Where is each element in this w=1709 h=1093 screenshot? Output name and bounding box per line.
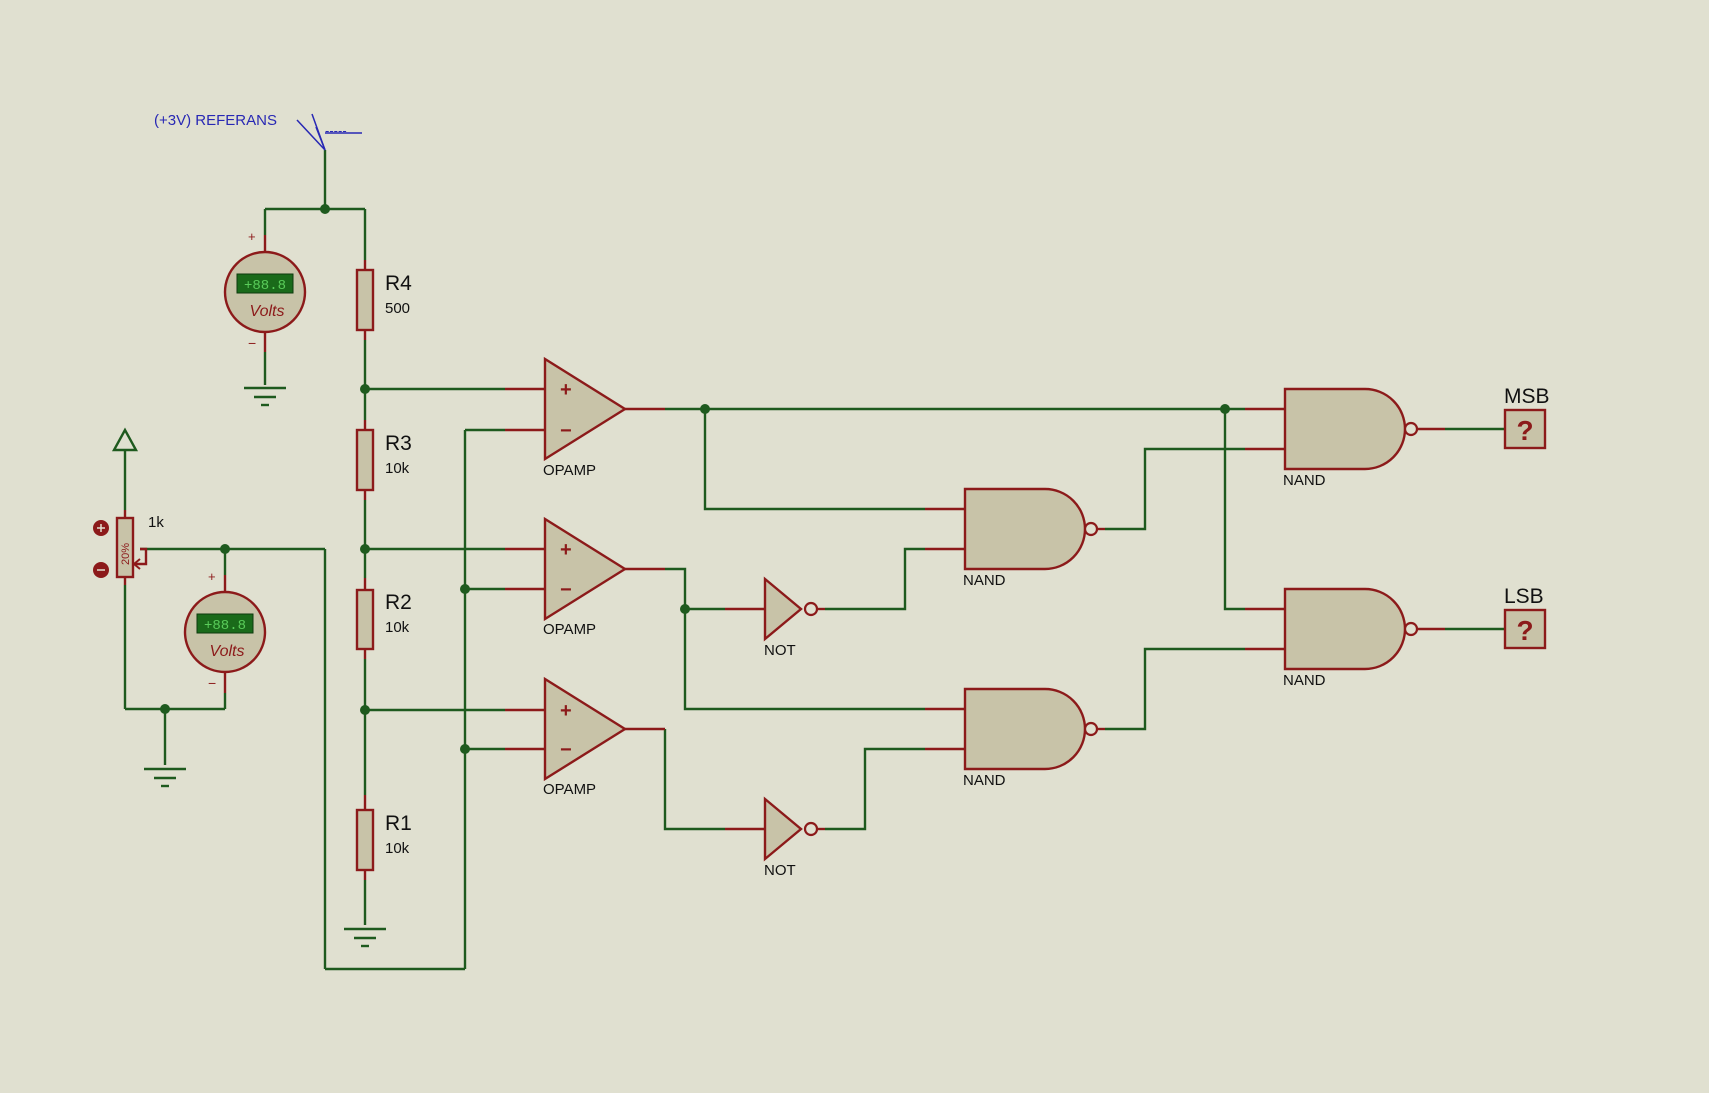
plus-sign: +: [560, 539, 572, 561]
reference-dashes: -----: [325, 123, 347, 138]
logic-probe-lsb[interactable]: ? LSB: [1503, 585, 1547, 650]
probe-state: ?: [1516, 615, 1533, 646]
ground-icon: [244, 386, 286, 407]
resistor-r3[interactable]: R3 10k: [355, 420, 412, 500]
nand-gate-2[interactable]: NAND: [925, 687, 1105, 789]
ground-icon: [344, 927, 386, 948]
not-gate-2[interactable]: NOT: [725, 796, 825, 879]
logic-probe-msb[interactable]: ? MSB: [1503, 385, 1550, 450]
nand-label: NAND: [963, 572, 1006, 589]
opamp-label: OPAMP: [543, 781, 596, 798]
resistor-ref: R3: [385, 432, 412, 455]
nand-gate-1[interactable]: NAND: [925, 487, 1105, 589]
power-arrow-icon: [111, 427, 139, 452]
opamp-2[interactable]: + − OPAMP: [505, 516, 665, 638]
voltmeter-unit: Volts: [210, 643, 245, 660]
voltmeter-1[interactable]: +88.8 Volts + −: [223, 229, 307, 352]
probe-label: LSB: [1504, 585, 1544, 608]
nand-label: NAND: [963, 772, 1006, 789]
resistor-r4[interactable]: R4 500: [355, 260, 412, 340]
voltmeter-2[interactable]: +88.8 Volts + −: [183, 569, 267, 693]
reference-terminal[interactable]: (+3V) REFERANS -----: [154, 112, 362, 151]
ground-icon: [144, 767, 186, 788]
minus-sign: −: [560, 579, 572, 601]
resistor-r1[interactable]: R1 10k: [355, 795, 412, 880]
opamp-label: OPAMP: [543, 462, 596, 479]
voltmeter-display: +88.8: [244, 278, 286, 294]
plus-sign: +: [248, 229, 256, 244]
resistor-value: 10k: [385, 619, 410, 636]
pot-value: 1k: [148, 514, 164, 531]
resistor-ref: R1: [385, 812, 412, 835]
minus-sign: −: [248, 335, 256, 351]
voltmeter-unit: Volts: [250, 303, 285, 320]
nand-label: NAND: [1283, 472, 1326, 489]
nand-gate-msb[interactable]: NAND: [1245, 387, 1445, 489]
not-label: NOT: [764, 642, 796, 659]
not-gate-1[interactable]: NOT: [725, 576, 825, 659]
opamp-label: OPAMP: [543, 621, 596, 638]
resistor-ref: R4: [385, 272, 412, 295]
plus-sign: +: [560, 700, 572, 722]
opamp-3[interactable]: + − OPAMP: [505, 676, 665, 798]
pot-percent: 20%: [120, 543, 132, 565]
potentiometer[interactable]: 20% 1k: [115, 510, 164, 585]
pot-decrement-button[interactable]: [93, 562, 109, 578]
resistor-value: 10k: [385, 460, 410, 477]
not-label: NOT: [764, 862, 796, 879]
voltmeter-display: +88.8: [204, 618, 246, 634]
probe-state: ?: [1516, 415, 1533, 446]
resistor-ref: R2: [385, 591, 412, 614]
plus-sign: +: [560, 379, 572, 401]
reference-label: (+3V) REFERANS: [154, 112, 277, 129]
probe-label: MSB: [1504, 385, 1550, 408]
opamp-1[interactable]: + − OPAMP: [505, 356, 665, 479]
nand-gate-lsb[interactable]: NAND: [1245, 587, 1445, 689]
resistor-r2[interactable]: R2 10k: [355, 578, 412, 659]
minus-sign: −: [208, 675, 216, 691]
plus-sign: +: [208, 569, 216, 584]
resistor-value: 10k: [385, 840, 410, 857]
resistor-value: 500: [385, 300, 410, 317]
nand-label: NAND: [1283, 672, 1326, 689]
minus-sign: −: [560, 420, 572, 442]
wires: [123, 150, 1505, 971]
junctions: [160, 204, 1230, 754]
pot-increment-button[interactable]: [93, 520, 109, 536]
minus-sign: −: [560, 739, 572, 761]
